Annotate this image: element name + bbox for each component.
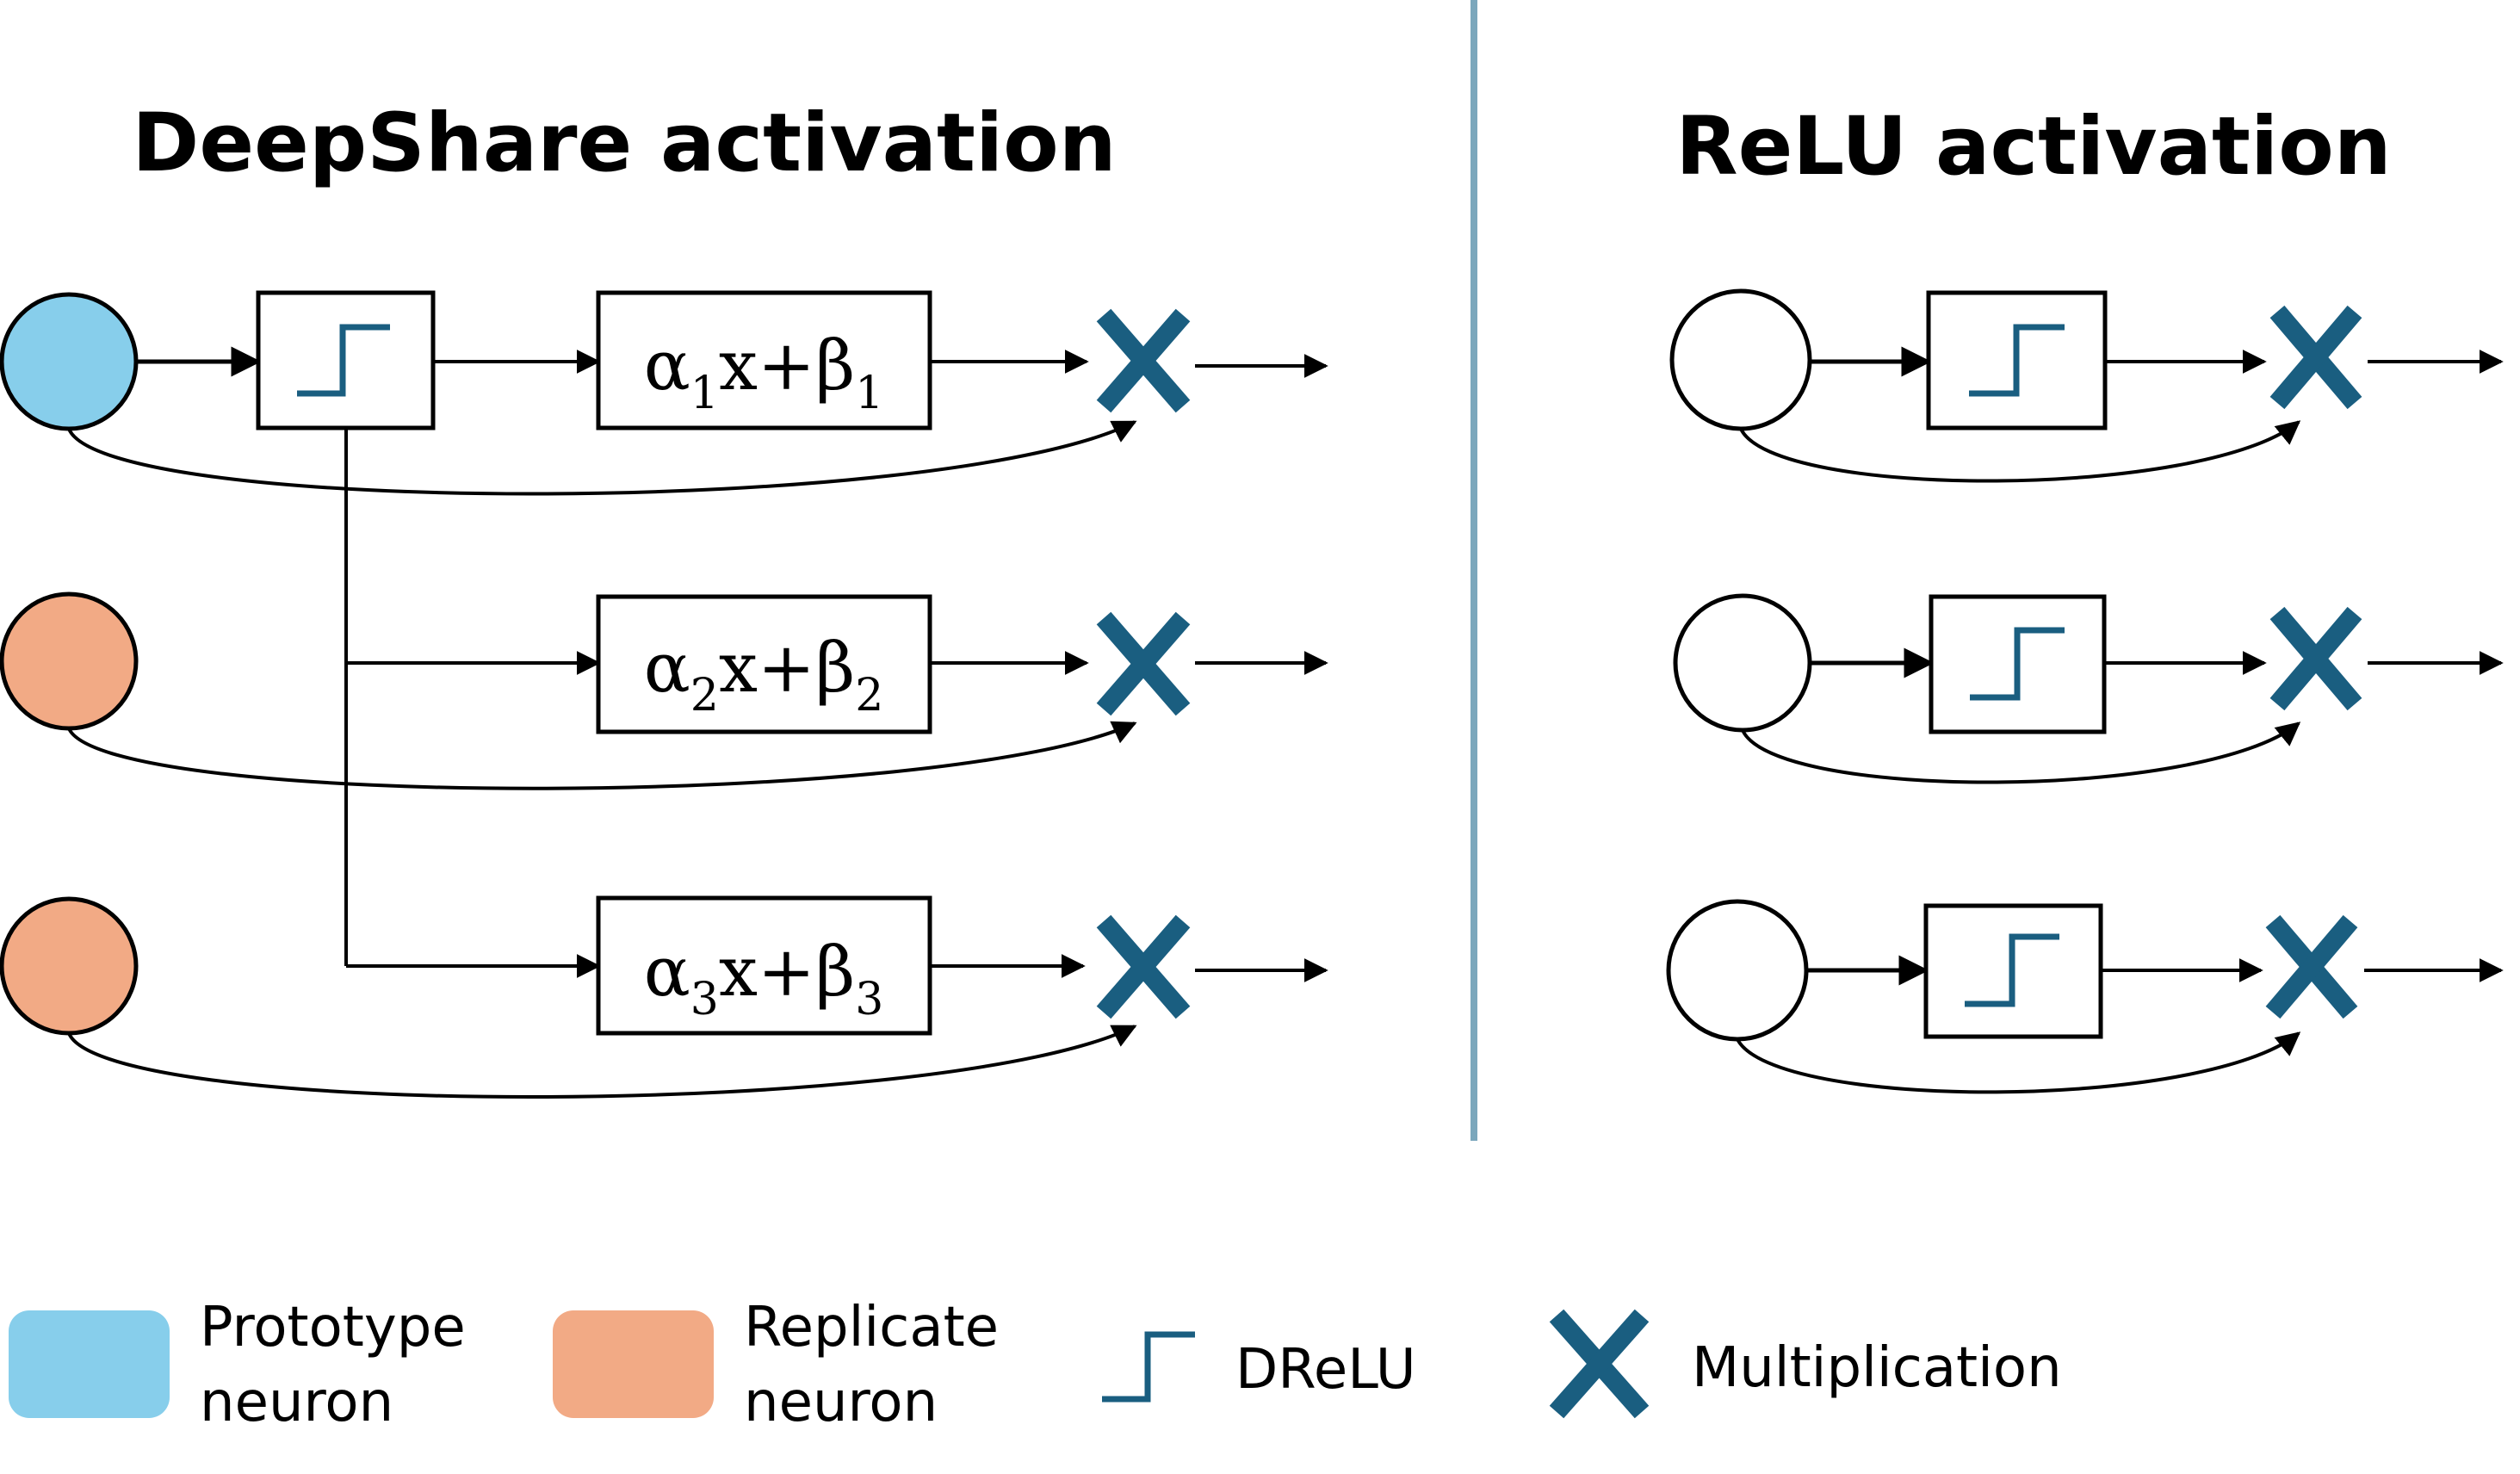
legend-drelu: DReLU: [1102, 1331, 1416, 1403]
drelu-box: [1923, 903, 2103, 1039]
deepshare-row-3: α3x+β3: [0, 895, 1328, 1099]
legend-replicate: Replicate neuron: [553, 1296, 999, 1434]
legend-prototype-line2: neuron: [200, 1371, 393, 1434]
multiply-x-icon: [2265, 914, 2358, 1019]
relu-row-2: [1673, 593, 2504, 784]
multiply-x-icon: [1549, 1309, 1650, 1419]
drelu-step-icon: [1970, 627, 2065, 701]
legend-drelu-label: DReLU: [1235, 1338, 1416, 1402]
formula-2: α2x+β2: [644, 628, 884, 722]
deepshare-row-1: α1x+β1: [0, 290, 1328, 496]
prototype-neuron: [0, 292, 139, 431]
relu-row-1: [1669, 288, 2504, 483]
relu-row-3: [1666, 899, 2504, 1094]
formula-1: α1x+β1: [644, 325, 884, 419]
legend-multiplication: Multiplication: [1549, 1309, 2062, 1419]
deepshare-title: DeepShare activation: [132, 96, 1116, 190]
drelu-box: [1929, 594, 2107, 734]
multiply-x-icon: [2269, 606, 2362, 711]
drelu-box: [256, 290, 436, 430]
drelu-step-icon: [1969, 324, 2065, 397]
multiply-x-icon: [2269, 305, 2362, 410]
replicate-neuron: [0, 896, 139, 1036]
prototype-swatch: [9, 1310, 170, 1418]
legend-prototype: Prototype neuron: [9, 1296, 466, 1434]
neuron: [1666, 899, 1809, 1042]
legend-prototype-line1: Prototype: [200, 1296, 466, 1359]
multiply-x-icon: [1096, 914, 1191, 1019]
drelu-step-icon: [1102, 1331, 1195, 1403]
deepshare-row-2: α2x+β2: [0, 591, 1328, 790]
formula-3: α3x+β3: [644, 932, 884, 1025]
multiply-x-icon: [1096, 611, 1191, 716]
drelu-step-icon: [297, 324, 390, 397]
legend: Prototype neuron Replicate neuron DReLU …: [9, 1296, 2062, 1434]
deepshare-section: α1x+β1 α2x+β2: [0, 290, 1328, 1099]
legend-multiplication-label: Multiplication: [1692, 1336, 2062, 1400]
legend-replicate-line1: Replicate: [744, 1296, 999, 1359]
relu-section: [1666, 288, 2504, 1094]
neuron: [1669, 288, 1812, 431]
replicate-neuron: [0, 591, 139, 731]
drelu-box: [1926, 290, 2108, 430]
neuron: [1673, 593, 1812, 733]
legend-replicate-line2: neuron: [744, 1371, 938, 1434]
multiply-x-icon: [1096, 308, 1191, 413]
drelu-step-icon: [1965, 933, 2059, 1007]
replicate-swatch: [553, 1310, 714, 1418]
relu-title: ReLU activation: [1675, 100, 2391, 194]
